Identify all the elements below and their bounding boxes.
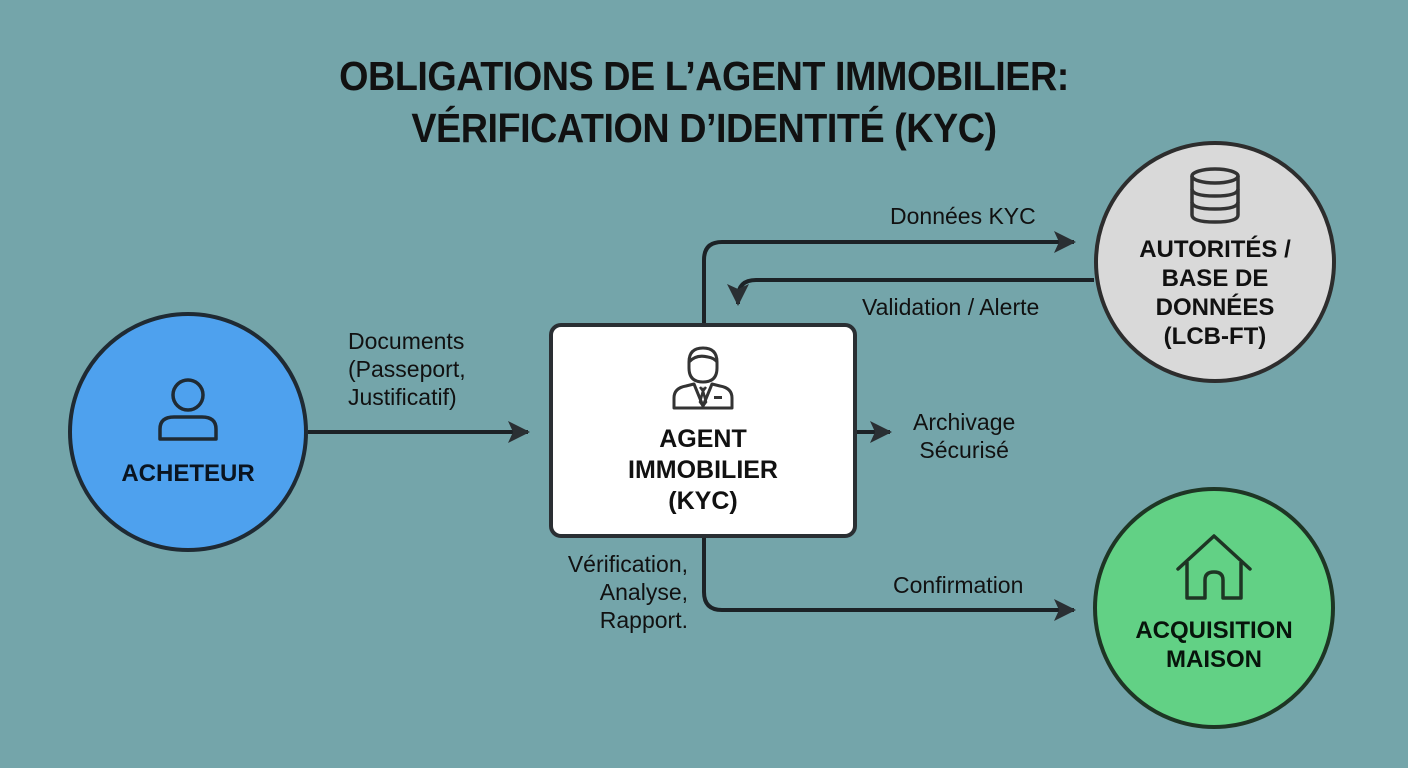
node-acquisition-label: ACQUISITION MAISON [1135,616,1292,674]
node-agent: AGENT IMMOBILIER (KYC) [549,323,857,538]
node-agent-label: AGENT IMMOBILIER (KYC) [628,424,778,517]
diagram-title: OBLIGATIONS DE L’AGENT IMMOBILIER: VÉRIF… [56,50,1351,154]
edge-label-confirmation: Confirmation [893,572,1024,598]
node-buyer: ACHETEUR [68,312,308,552]
node-authorities: AUTORITÉS / BASE DE DONNÉES (LCB-FT) [1094,141,1336,383]
edge-validation [727,278,1094,306]
edge-confirmation [702,538,1076,621]
edge-label-line: Documents [348,328,465,354]
label-line: BASE DE [1161,265,1269,292]
label-line: AUTORITÉS / [1139,236,1291,263]
edge-label-line: Archivage [913,409,1016,435]
edge-label-line: Vérification, [567,551,688,577]
label-line: IMMOBILIER [628,456,778,484]
title-line-2: VÉRIFICATION D’IDENTITÉ (KYC) [411,105,997,151]
edge-label-line: Justificatif) [348,384,457,410]
node-buyer-label: ACHETEUR [121,459,255,487]
node-authorities-label: AUTORITÉS / BASE DE DONNÉES (LCB-FT) [1139,235,1291,351]
agent-icon [672,344,734,410]
edge-label-kyc-data: Données KYC [890,203,1036,229]
label-line: ACQUISITION [1135,617,1293,644]
edge-kyc-data [702,231,1076,323]
label-line: MAISON [1166,646,1262,673]
edge-label-validation: Validation / Alerte [862,294,1040,320]
label-line: (LCB-FT) [1163,323,1267,350]
edge-label-line: Analyse, [599,579,688,605]
database-icon [1188,167,1242,225]
user-icon [156,377,220,443]
house-icon [1175,532,1253,604]
edge-label-line: (Passeport, [348,356,466,382]
label-line: (KYC) [668,487,738,515]
edge-label-line: Rapport. [599,607,688,633]
edge-label-line: Sécurisé [919,437,1009,463]
label-line: AGENT [659,425,747,453]
edge-label-documents: Documents (Passeport, Justificatif) [348,327,466,411]
label-line: DONNÉES [1155,294,1275,321]
title-line-1: OBLIGATIONS DE L’AGENT IMMOBILIER: [339,53,1069,99]
edge-label-verification: Vérification, Analyse, Rapport. [530,550,688,634]
edge-label-archive: Archivage Sécurisé [913,408,1015,464]
node-acquisition: ACQUISITION MAISON [1093,487,1335,729]
